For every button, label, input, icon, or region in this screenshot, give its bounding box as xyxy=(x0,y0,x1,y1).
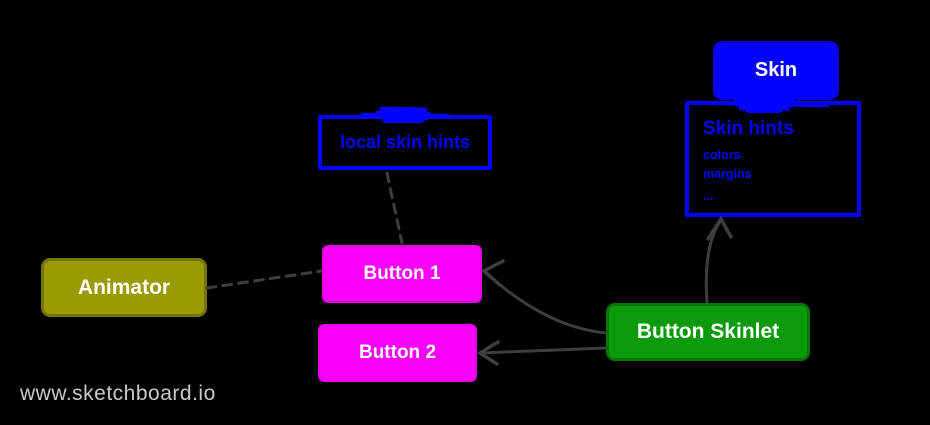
node-button-skinlet-label: Button Skinlet xyxy=(636,320,780,343)
node-skin-hints-attr-margins: margins xyxy=(703,167,752,181)
node-skin-hints-attr-ellipsis: ... xyxy=(703,189,714,203)
edge-local-skin-hints-to-button1[interactable] xyxy=(385,171,404,245)
edge-button-skinlet-to-button2[interactable] xyxy=(476,340,608,366)
node-skin[interactable]: Skin xyxy=(713,41,839,100)
node-animator-label: Animator xyxy=(77,275,171,299)
node-button2[interactable]: Button 2 xyxy=(318,324,477,382)
sketchboard-watermark: www.sketchboard.io xyxy=(20,382,216,405)
node-skin-hints[interactable]: Skin hints colors margins ... xyxy=(685,101,861,217)
arrowhead-skin-hints xyxy=(706,215,733,241)
node-button-skinlet[interactable]: Button Skinlet xyxy=(606,303,810,361)
node-skin-label: Skin xyxy=(754,59,798,81)
node-skin-hints-attr-colors: colors xyxy=(703,148,741,162)
arrowhead-button2 xyxy=(476,340,500,366)
node-skin-hints-title: Skin hints xyxy=(703,118,794,139)
edge-animator-to-button1[interactable] xyxy=(205,269,323,290)
node-animator[interactable]: Animator xyxy=(41,258,207,317)
arrowhead-button1 xyxy=(480,259,505,287)
node-button1[interactable]: Button 1 xyxy=(322,245,482,303)
node-button2-label: Button 2 xyxy=(358,342,437,363)
edge-button-skinlet-to-button1[interactable] xyxy=(480,259,608,335)
node-local-skin-hints[interactable]: local skin hints xyxy=(318,115,492,170)
edge-button-skinlet-to-skin-hints[interactable] xyxy=(704,215,733,304)
node-button1-label: Button 1 xyxy=(363,263,441,284)
node-local-skin-hints-label: local skin hints xyxy=(339,132,471,152)
